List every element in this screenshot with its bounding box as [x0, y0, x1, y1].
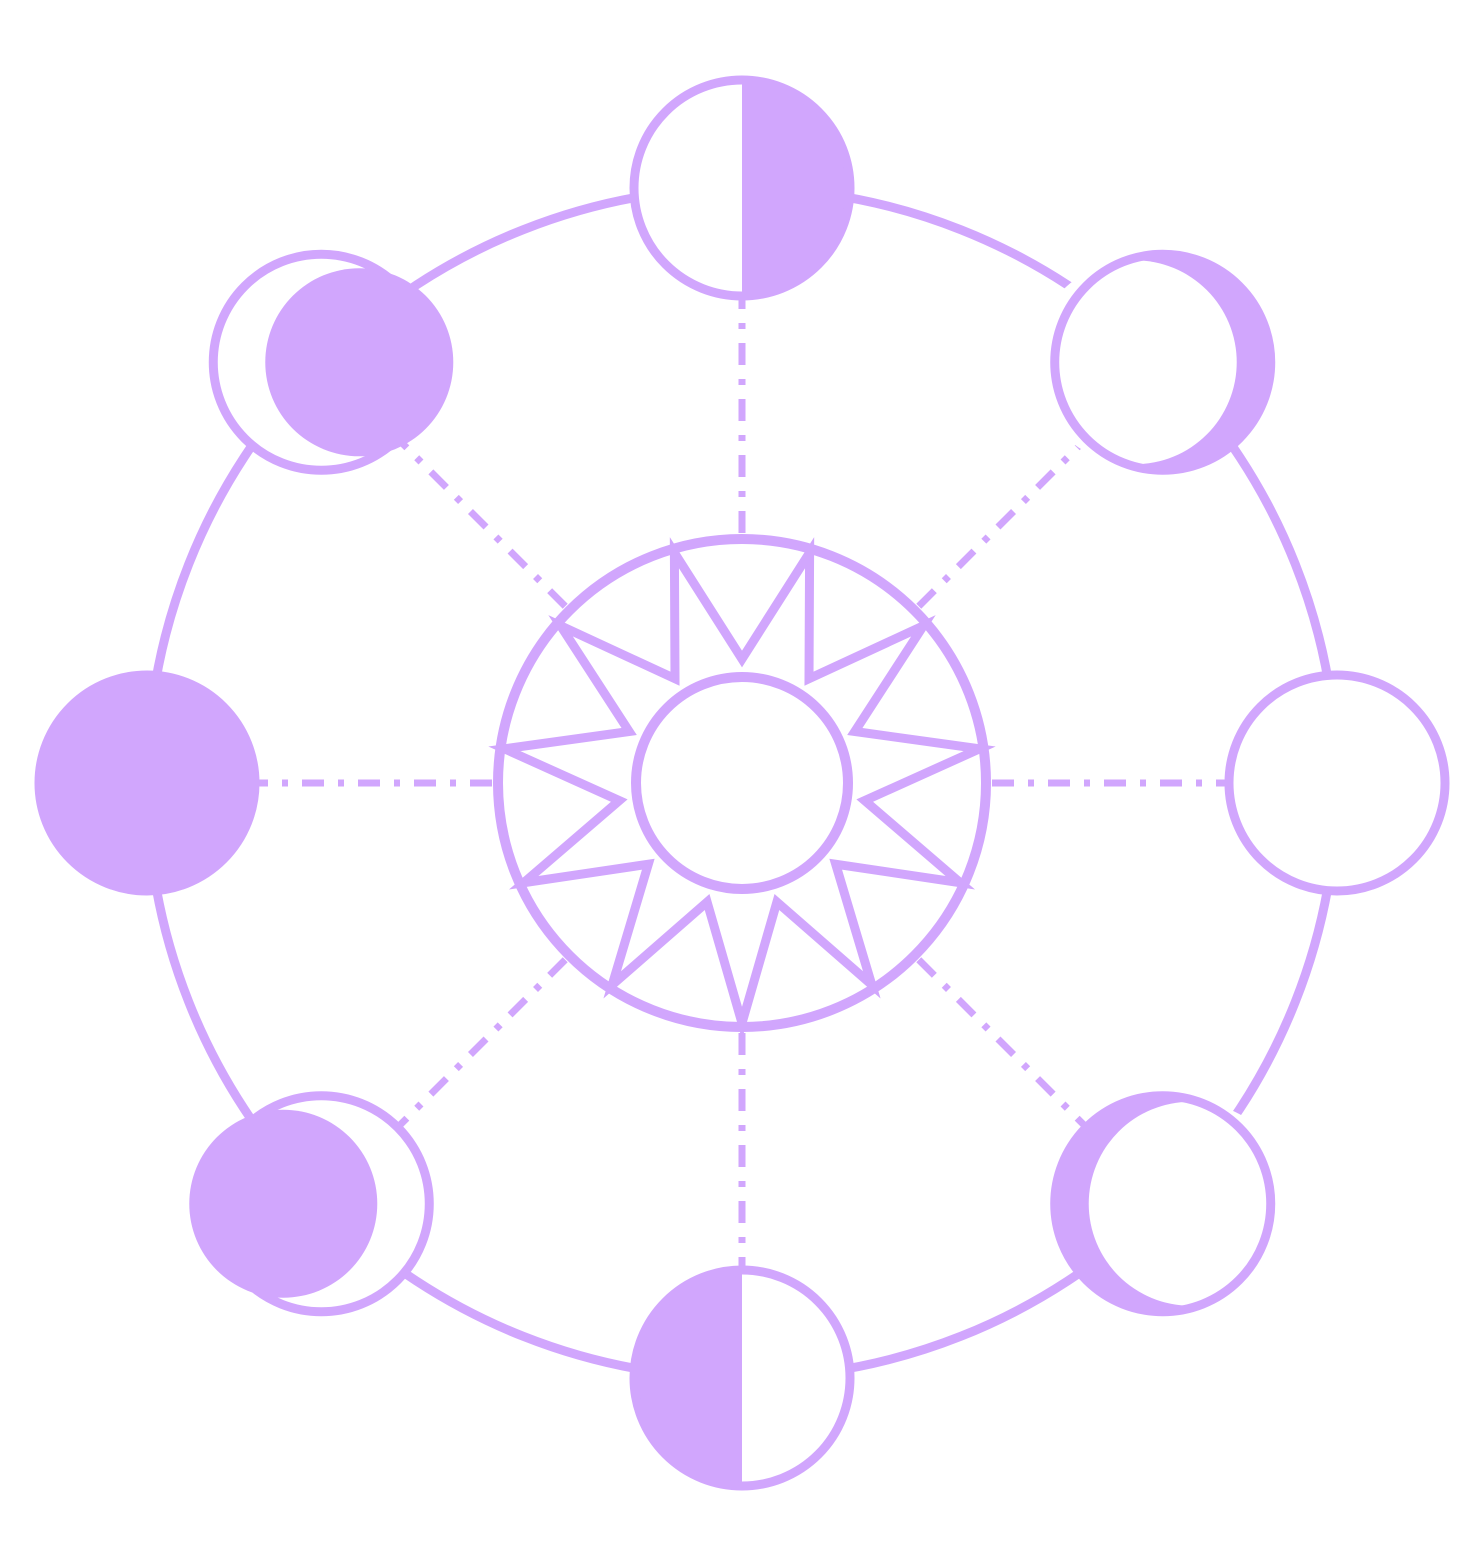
moon-waxing-crescent-icon	[208, 249, 454, 475]
moon-waning-gibbous-icon	[1050, 1091, 1293, 1317]
last-quarter-outline	[629, 1265, 855, 1491]
waning-crescent-outline	[208, 1091, 434, 1317]
waning-crescent-shadow	[189, 1109, 378, 1298]
connector-line-waning-crescent	[396, 957, 568, 1129]
connector-line-waxing-crescent	[396, 437, 568, 609]
new-moon-shadow	[39, 675, 255, 891]
moon-first-quarter-icon	[629, 75, 855, 301]
connector-line-waning-gibbous	[916, 957, 1088, 1129]
waning-gibbous-lit	[1088, 1101, 1293, 1306]
sun-star-icon	[488, 534, 996, 1040]
waning-gibbous-outline	[1050, 1091, 1276, 1317]
moon-waning-crescent-icon	[189, 1091, 434, 1317]
sun-inner-circle	[631, 672, 853, 894]
moon-full-icon	[1224, 670, 1450, 896]
waxing-gibbous-lit	[1032, 260, 1237, 465]
moon-phase-icons	[34, 75, 1450, 1491]
moon-new-icon	[34, 670, 260, 896]
waxing-gibbous-outline	[1050, 249, 1276, 475]
first-quarter-shadow	[742, 80, 850, 296]
connector-lines	[257, 298, 1227, 1268]
full-moon-disk	[1229, 675, 1445, 891]
connector-line-waxing-gibbous	[916, 437, 1088, 609]
new-moon-outline	[34, 670, 260, 896]
moon-waxing-gibbous-icon	[1032, 249, 1276, 475]
moon-last-quarter-icon	[629, 1265, 855, 1491]
last-quarter-shadow	[634, 1270, 742, 1486]
waxing-crescent-shadow	[265, 268, 454, 457]
first-quarter-outline	[629, 75, 855, 301]
waxing-crescent-outline	[208, 249, 434, 475]
full-moon-outline	[1224, 670, 1450, 896]
